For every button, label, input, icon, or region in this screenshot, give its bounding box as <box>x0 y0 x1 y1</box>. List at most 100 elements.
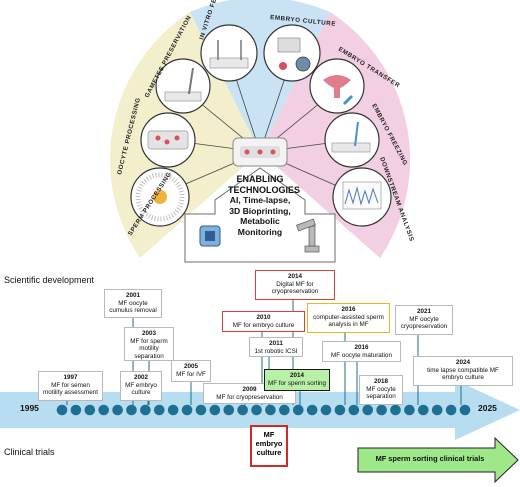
timeline-dot <box>404 404 415 416</box>
timeline-dot <box>181 404 193 416</box>
event-year: 2005 <box>183 363 198 370</box>
event-year: 2016 <box>341 306 356 313</box>
timeline-dot <box>251 404 262 416</box>
timeline-dot <box>306 404 318 416</box>
microfluidic-chip-icon <box>232 137 288 167</box>
event-year: 2009 <box>242 386 257 393</box>
timeline-dot <box>376 404 387 416</box>
timeline-dot <box>320 404 332 416</box>
event-text: time lapse compatible MF embryo culture <box>427 366 499 382</box>
timeline-dot <box>140 404 151 416</box>
event-2024: 2024 time lapse compatible MF embryo cul… <box>413 356 513 386</box>
sperm-sorting-clinical-arrow <box>357 436 519 484</box>
event-text: MF for sperm motility separation <box>130 337 168 360</box>
timeline-dot <box>431 404 443 416</box>
timeline-dot <box>279 404 290 416</box>
event-2001: 2001 MF oocyte cumulus removal <box>104 289 162 318</box>
in-vitro-fertilization-circle <box>200 24 258 82</box>
clinical-trials-header: Clinical trials <box>4 447 55 457</box>
event-text: MF for cryopreservation <box>216 393 283 401</box>
event-year: 2016 <box>354 344 369 351</box>
event-year: 2014 <box>287 273 302 280</box>
timeline-dot <box>459 404 471 416</box>
enabling-line-3: Metabolic <box>240 216 280 226</box>
event-text: Digital MF for cryopreservation <box>271 280 319 296</box>
event-text: MF embryo culture <box>125 381 157 397</box>
event-year: 2010 <box>256 314 271 321</box>
timeline-dot <box>126 404 137 416</box>
timeline-dot <box>56 404 68 416</box>
embryo-transfer-circle <box>309 58 365 114</box>
embryo-freezing-circle <box>324 112 380 168</box>
event-2016-casa: 2016 computer-assisted sperm analysis in… <box>307 303 390 333</box>
event-year: 1997 <box>63 374 78 381</box>
clinical-sperm-sorting-label: MF sperm sorting clinical trials <box>375 454 485 463</box>
event-2002: 2002 MF embryo culture <box>120 371 162 401</box>
event-2014-sorting: 2014 MF for sperm sorting <box>264 369 330 391</box>
enabling-technologies-text: ENABLING TECHNOLOGIES AI, Time-lapse, 3D… <box>228 174 301 237</box>
event-year: 2011 <box>269 340 283 347</box>
event-2010: 2010 MF for embryo culture <box>222 311 305 332</box>
embryo-culture-circle <box>263 24 321 82</box>
event-text: MF for IVF <box>176 370 206 378</box>
scientific-development-header: Scientific development <box>4 275 95 285</box>
timeline-dot <box>209 404 221 416</box>
event-year: 2021 <box>416 308 431 315</box>
timeline-dot <box>84 404 96 416</box>
timeline-dots <box>56 404 471 416</box>
timeline-dot <box>362 404 374 416</box>
timeline-dot <box>348 404 360 416</box>
event-text: MF oocyte separation <box>366 385 396 401</box>
event-2003: 2003 MF for sperm motility separation <box>124 327 174 361</box>
timeline-dot <box>112 404 123 416</box>
event-2021: 2021 MF oocyte cryopreservation <box>395 305 453 335</box>
timeline-end-year: 2025 <box>478 403 497 413</box>
timeline-dot <box>237 404 248 416</box>
event-year: 2014 <box>289 372 304 379</box>
timeline-dot <box>70 404 82 416</box>
event-year: 2002 <box>133 374 148 381</box>
event-text: 1st robotic ICSI <box>254 347 298 355</box>
timeline-dot <box>195 404 207 416</box>
timeline-dot <box>418 404 429 416</box>
enabling-line-2: 3D Bioprinting, <box>229 205 291 216</box>
event-text: MF oocyte maturation <box>331 351 392 359</box>
event-text: MF oocyte cumulus removal <box>109 299 157 315</box>
enabling-technologies-panel <box>184 167 336 263</box>
enabling-line-4: Monitoring <box>237 226 283 237</box>
timeline-dot <box>334 404 346 416</box>
event-text: MF for semen motility assessment <box>43 381 98 397</box>
event-text: MF for sperm sorting <box>267 379 327 387</box>
event-year: 2024 <box>455 359 470 366</box>
enabling-title: ENABLING TECHNOLOGIES <box>228 174 301 195</box>
gametes-preservation-circle <box>155 58 211 114</box>
timeline-dot <box>153 404 165 416</box>
timeline-dot <box>98 404 109 416</box>
oocyte-processing-circle <box>140 112 196 168</box>
timeline-dot <box>265 404 276 416</box>
event-2018: 2018 MF oocyte separation <box>359 375 403 405</box>
event-year: 2003 <box>141 330 156 337</box>
clinical-embryo-culture-box: MF embryo culture <box>250 425 288 467</box>
timeline-dot <box>167 404 179 416</box>
event-text: computer-assisted sperm analysis in MF <box>313 313 384 329</box>
event-2014-digital: 2014 Digital MF for cryopreservation <box>255 270 335 300</box>
event-year: 2001 <box>125 292 140 299</box>
event-text: MF for embryo culture <box>232 321 295 329</box>
event-2005: 2005 MF for IVF <box>171 360 211 382</box>
ai-chip-icon <box>199 225 221 247</box>
timeline-dot <box>223 404 235 416</box>
event-2016-maturation: 2016 MF oocyte maturation <box>322 341 401 362</box>
downstream-analysis-circle <box>332 167 392 227</box>
timeline-dot <box>390 404 401 416</box>
timeline-dot <box>445 404 457 416</box>
event-year: 2018 <box>373 378 388 385</box>
robot-arm-icon <box>296 218 320 253</box>
event-1997: 1997 MF for semen motility assessment <box>38 371 103 401</box>
enabling-line-1: AI, Time-lapse, <box>229 195 291 205</box>
event-2011: 2011 1st robotic ICSI <box>249 337 303 357</box>
timeline-dot <box>292 404 304 416</box>
timeline-start-year: 1995 <box>20 403 39 413</box>
sperm-processing-circle <box>130 167 190 227</box>
